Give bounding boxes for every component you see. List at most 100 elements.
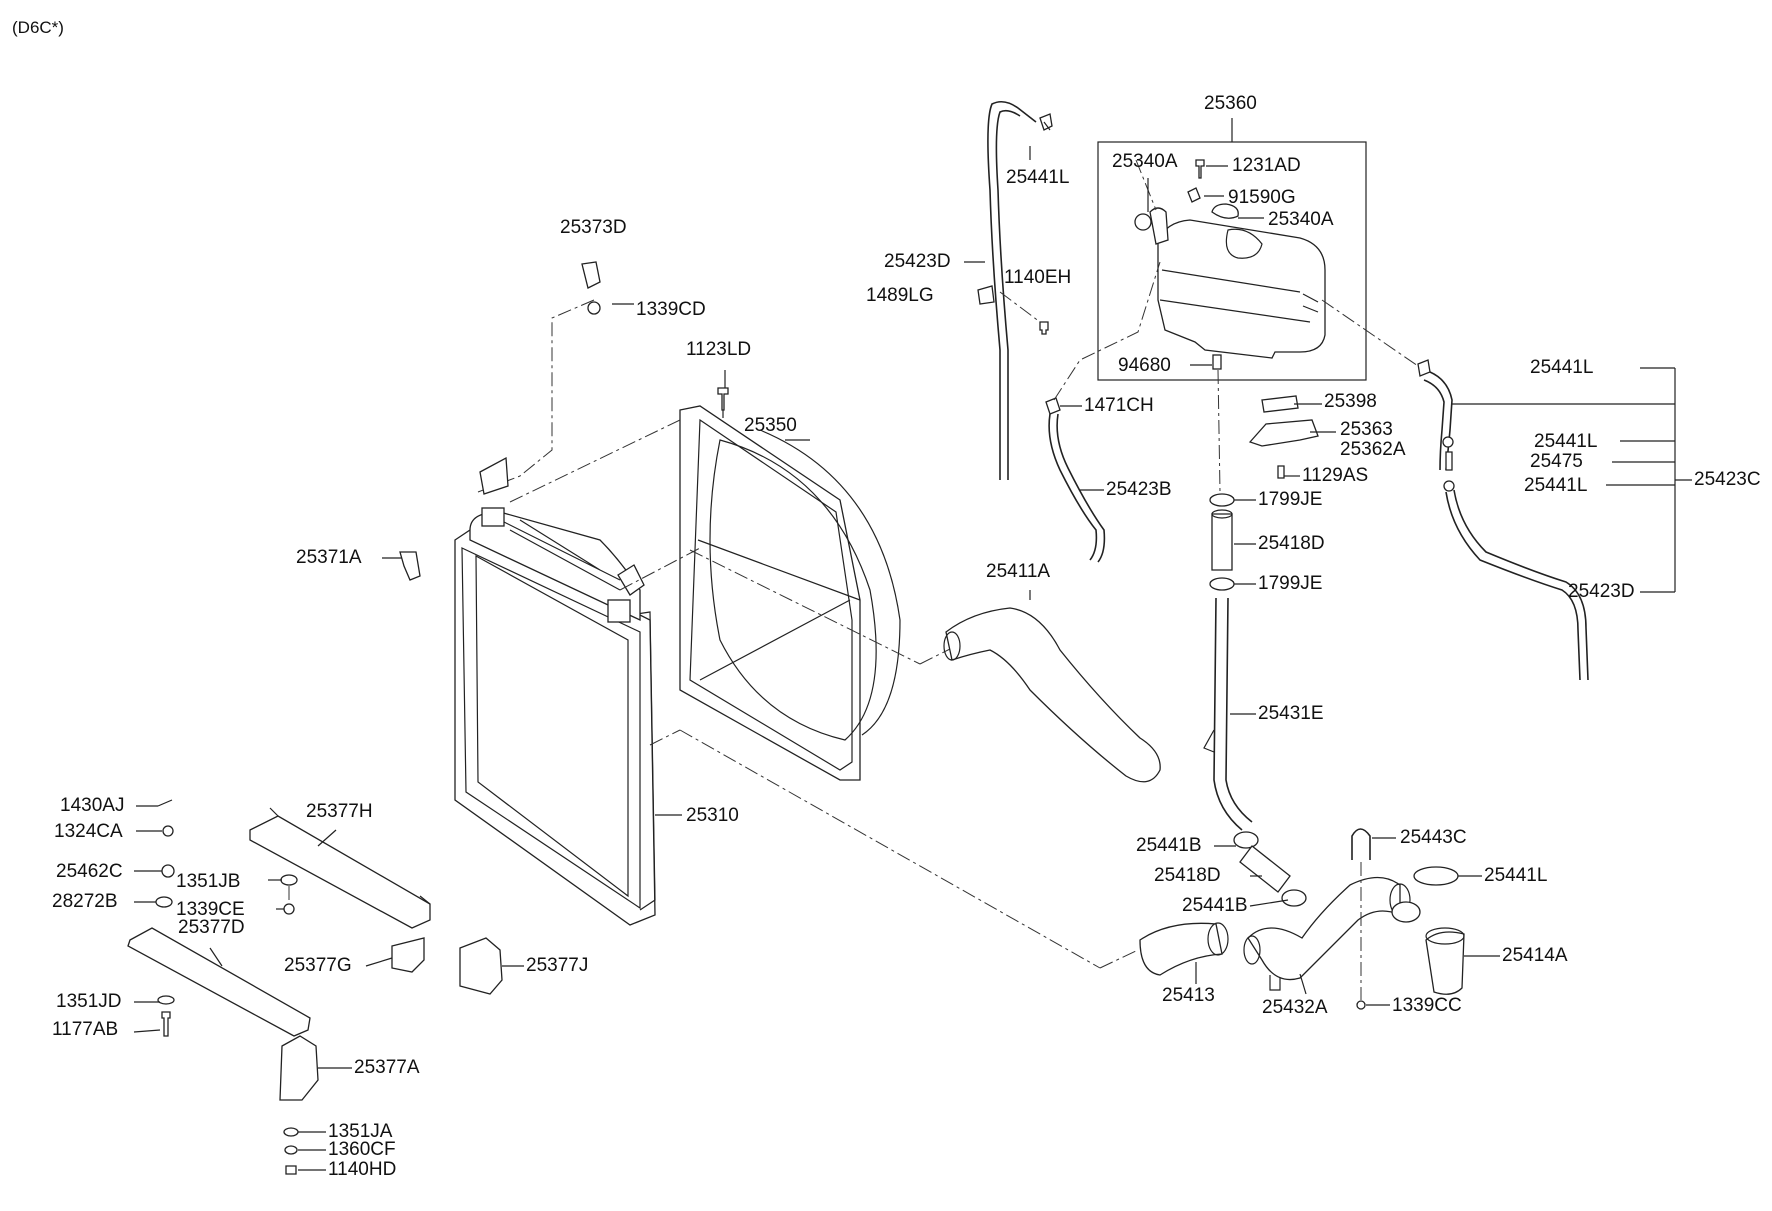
- clamp-25441l-r1: [1417, 359, 1431, 377]
- washer-1351ja: [283, 1127, 299, 1137]
- label-25441b-lower: 25441B: [1182, 895, 1248, 916]
- radiator-core: [454, 507, 656, 926]
- label-25377g: 25377G: [284, 955, 352, 976]
- label-25350: 25350: [744, 415, 797, 436]
- clamp-25441l-r2: [1442, 436, 1454, 448]
- label-25411a: 25411A: [986, 561, 1051, 582]
- label-1231ad: 1231AD: [1232, 155, 1301, 176]
- bracket-25377d: [127, 927, 311, 1037]
- label-25418d-upper: 25418D: [1258, 533, 1325, 554]
- hose-25423b: [1048, 413, 1098, 561]
- hose-25418d-upper: [1211, 513, 1233, 571]
- clip-1489lg: [977, 285, 995, 305]
- label-1324ca: 1324CA: [54, 821, 123, 842]
- nut-1339cc: [1356, 1000, 1366, 1010]
- label-1351jd: 1351JD: [56, 991, 122, 1012]
- label-25441l-r3: 25441L: [1524, 475, 1588, 496]
- pipe-25432a: [1247, 876, 1401, 981]
- bracket-25377j: [459, 937, 503, 995]
- washer-1360cf: [284, 1145, 298, 1155]
- nut-25462c: [161, 864, 175, 878]
- bolt-1123ld: [717, 387, 729, 411]
- mount-28272b: [155, 896, 173, 908]
- label-1351ja: 1351JA: [328, 1121, 393, 1142]
- hose-25411a: [945, 607, 1161, 783]
- label-25418d-lower: 25418D: [1154, 865, 1221, 886]
- hose-25423d-left: [987, 100, 1037, 480]
- label-28272b: 28272B: [52, 891, 118, 912]
- fan-shroud: [679, 405, 901, 781]
- label-1140eh: 1140EH: [1004, 267, 1072, 288]
- label-25423d-right: 25423D: [1568, 581, 1635, 602]
- label-1799je-upper: 1799JE: [1258, 489, 1323, 510]
- label-25363: 25363: [1340, 419, 1393, 440]
- label-25377j: 25377J: [526, 955, 589, 976]
- label-25414a: 25414A: [1502, 945, 1568, 966]
- label-25373d: 25373D: [560, 217, 627, 238]
- label-1339cd: 1339CD: [636, 299, 706, 320]
- label-25441l-r2: 25441L: [1534, 431, 1598, 452]
- nut-1339ce: [283, 903, 295, 915]
- model-code: (D6C*): [12, 18, 64, 37]
- label-25377h: 25377H: [306, 801, 373, 822]
- label-25377d: 25377D: [178, 917, 245, 938]
- bracket-25363: [1248, 419, 1319, 447]
- bracket-25371a: [399, 551, 421, 581]
- clamp-25441b-upper: [1233, 831, 1259, 849]
- clamp-25441l-r3: [1443, 480, 1455, 492]
- pipe-25431e: [1213, 597, 1243, 831]
- label-25377a: 25377A: [354, 1057, 420, 1078]
- label-25462c: 25462C: [56, 861, 123, 882]
- washer-1351jb: [280, 874, 298, 886]
- washer-1351jd: [157, 995, 175, 1005]
- label-25432a: 25432A: [1262, 997, 1328, 1018]
- bracket-25377a: [279, 1035, 319, 1101]
- bracket-25377h: [249, 815, 431, 929]
- label-25340a-cap: 25340A: [1268, 209, 1334, 230]
- label-25475: 25475: [1530, 451, 1583, 472]
- label-25340a: 25340A: [1112, 151, 1178, 172]
- bolt-1231ad: [1195, 159, 1205, 179]
- clamp-25441l-top: [1039, 113, 1053, 131]
- label-91590g: 91590G: [1228, 187, 1296, 208]
- hose-25413: [1139, 922, 1223, 976]
- label-25398: 25398: [1324, 391, 1377, 412]
- bolt-1129as: [1277, 465, 1285, 479]
- bolt-1177ab: [161, 1011, 171, 1037]
- label-25423b: 25423B: [1106, 479, 1172, 500]
- label-1123ld: 1123LD: [686, 339, 752, 360]
- label-25360: 25360: [1204, 93, 1257, 114]
- reservoir-tank: [1134, 207, 1326, 359]
- clamp-1799je-upper: [1209, 493, 1235, 507]
- pin-1430aj: [157, 799, 173, 807]
- leader-lines: [133, 121, 1500, 1171]
- label-1177ab: 1177AB: [52, 1019, 119, 1040]
- label-25443c: 25443C: [1400, 827, 1467, 848]
- bracket-25373d: [581, 261, 601, 289]
- label-1339ce: 1339CE: [176, 899, 245, 920]
- clamp-25441l-lower: [1413, 866, 1459, 886]
- bolt-1140hd: [285, 1165, 297, 1175]
- label-1140hd: 1140HD: [328, 1159, 397, 1180]
- label-1489lg: 1489LG: [866, 285, 934, 306]
- connector-25475: [1445, 451, 1453, 471]
- label-1360cf: 1360CF: [328, 1139, 396, 1160]
- label-25362a: 25362A: [1340, 439, 1406, 460]
- label-1471ch: 1471CH: [1084, 395, 1154, 416]
- label-1129as: 1129AS: [1302, 465, 1369, 486]
- bracket-25377g: [391, 937, 425, 973]
- reservoir-cap: [1211, 203, 1239, 219]
- label-25310: 25310: [686, 805, 739, 826]
- label-25413: 25413: [1162, 985, 1215, 1006]
- label-25441l-lower: 25441L: [1484, 865, 1548, 886]
- reservoir-group-box: [1097, 118, 1367, 381]
- pipe-25443c: [1351, 828, 1371, 860]
- label-1430aj: 1430AJ: [60, 795, 125, 816]
- label-25423d-left: 25423D: [884, 251, 951, 272]
- leader-bracket-25423c: [1452, 367, 1692, 593]
- label-25371a: 25371A: [296, 547, 362, 568]
- sensor-94680: [1212, 354, 1222, 370]
- label-25441l-top: 25441L: [1006, 167, 1070, 188]
